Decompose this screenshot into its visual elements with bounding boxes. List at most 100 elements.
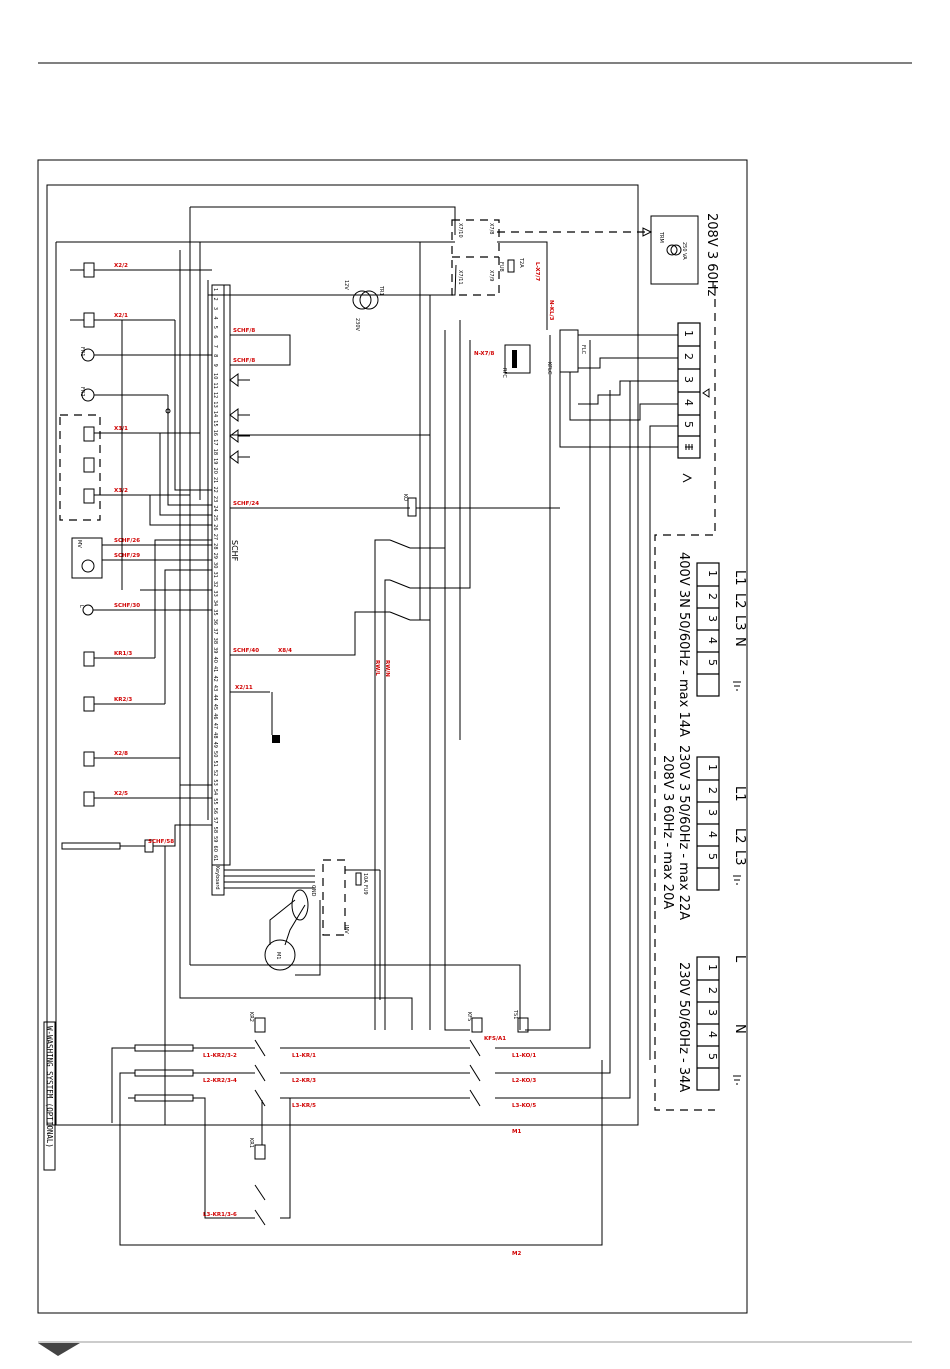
terminal-5: 5 <box>682 421 695 428</box>
svg-text:GND: GND <box>310 885 316 897</box>
label-l1-ko1: L1-KO/1 <box>512 1053 536 1059</box>
label-schf8a: SCHF/8 <box>233 328 255 334</box>
label-x3-1: X3/1 <box>114 426 128 432</box>
svg-text:FR2: FR2 <box>79 387 85 397</box>
cfg400-t2: 2 <box>706 593 719 600</box>
svg-text:FU9: FU9 <box>362 885 368 895</box>
label-x2-11: X2/11 <box>235 685 253 691</box>
ground-symbol-icon <box>733 875 741 885</box>
schf-pin-30: 30 <box>212 562 218 568</box>
left-components: X2/2 X2/1 FR1 FR2 X3/1 X3/2 MV SCHF/26 S… <box>59 262 212 1125</box>
footer-logo-icon <box>38 1343 80 1356</box>
schf-pin-37: 37 <box>212 628 218 634</box>
svg-text:X7/10: X7/10 <box>457 223 463 238</box>
schf-pin-27: 27 <box>212 534 218 540</box>
cfg230-l1: L1 <box>732 786 747 802</box>
supply-config-400v: 1 2 3 4 5 400V 3N 50/60Hz - max 14A L1 L… <box>676 552 747 737</box>
va-label: 250 VA <box>681 242 687 260</box>
schf-pin-39: 39 <box>212 647 218 653</box>
svg-text:KR1: KR1 <box>248 1138 254 1148</box>
schf-pin-11: 11 <box>212 383 218 389</box>
schf-pin-59: 59 <box>212 836 218 842</box>
svg-text:FLC: FLC <box>580 345 586 355</box>
label-l3-kr5: L3-KR/5 <box>292 1103 316 1109</box>
cfg1ph-t5: 5 <box>706 1053 719 1060</box>
cfg1ph-l: L <box>732 955 747 963</box>
ground-symbol-icon <box>733 1075 741 1085</box>
keyboard-cable <box>224 869 315 889</box>
schf-pin-43: 43 <box>212 685 218 691</box>
schf-pin-7: 7 <box>212 345 218 348</box>
earth-arrow-icon <box>702 388 710 398</box>
schf-pin-3: 3 <box>212 307 218 310</box>
schf-pin-10: 10 <box>212 373 218 379</box>
schf-pin-12: 12 <box>212 392 218 398</box>
cfg1ph-t1: 1 <box>706 964 719 971</box>
fuse-fu8: T2A FU8 <box>498 257 524 273</box>
label-x8-4: X8/4 <box>278 648 292 654</box>
schf-pin-46: 46 <box>212 713 218 719</box>
board-switches: SCHF/8 SCHF/8 SCHF/24 KO SCHF/40 X8/4 RW… <box>229 328 560 1030</box>
label-n-x78: N-X7/8 <box>474 351 495 357</box>
cfg230-t2: 2 <box>706 787 719 794</box>
label-schf58: SCHF/58 <box>148 839 174 845</box>
schf-pin-50: 50 <box>212 751 218 757</box>
schf-pin-22: 22 <box>212 486 218 492</box>
supply-208v-main-label: 208V 3 60Hz <box>704 213 719 297</box>
cfg400-n: N <box>732 637 747 647</box>
label-l1-kr2-3-2: L1-KR2/3-2 <box>203 1053 237 1059</box>
x7-connector: X7/10 X7/8 X7/11 X7/9 <box>451 219 500 296</box>
svg-text:12V: 12V <box>343 280 349 290</box>
cfg230-t4: 4 <box>706 831 719 838</box>
schf-pin-45: 45 <box>212 704 218 710</box>
svg-text:RFC: RFC <box>501 368 507 378</box>
schf-pin-14: 14 <box>212 411 218 417</box>
schf-pin-52: 52 <box>212 770 218 776</box>
schf-pin-17: 17 <box>212 439 218 445</box>
label-l3-kr1-3-6: L3-KR1/3-6 <box>203 1212 237 1218</box>
svg-text:TS1: TS1 <box>512 1009 518 1019</box>
schf-pin-20: 20 <box>212 468 218 474</box>
schf-pin-38: 38 <box>212 638 218 644</box>
terminal-4: 4 <box>682 399 695 406</box>
schf-pin-15: 15 <box>212 420 218 426</box>
inverter-inv: INV GND 10A FU9 <box>310 859 381 1000</box>
trm-label: TRM <box>658 231 664 243</box>
diagram-frame <box>37 159 748 1314</box>
washing-system-note-text: W-WASHING SYSTEM (OPTIONAL) <box>45 1026 54 1148</box>
transformer-tr1: TR1 230V 12V <box>343 280 384 332</box>
schf-pin-19: 19 <box>212 458 218 464</box>
svg-text:KFS: KFS <box>466 1012 472 1021</box>
cfg400-t1: 1 <box>706 570 719 577</box>
label-schf29: SCHF/29 <box>114 553 140 559</box>
schf-label: SCHF <box>230 540 239 562</box>
label-x3-2: X3/2 <box>114 488 128 494</box>
dashed-config-enclosure <box>654 285 716 1111</box>
contactor-lines: KR2 KR1 KFS TS1 L1-KR2/3-2 L2-KR2/3-4 L3… <box>111 340 631 1257</box>
rfc-component: RFC <box>501 344 531 378</box>
schf-pin-1: 1 <box>212 288 218 291</box>
svg-text:INV: INV <box>343 925 349 934</box>
svg-text:10A: 10A <box>362 873 368 883</box>
earth-arrow-icon <box>682 473 693 483</box>
cfg400-l3: L3 <box>732 615 747 631</box>
svg-text:KO: KO <box>402 494 408 501</box>
label-schf26: SCHF/26 <box>114 538 140 544</box>
terminal-1: 1 <box>682 330 695 337</box>
label-kr1-3: KR1/3 <box>114 651 132 657</box>
svg-text:FU8: FU8 <box>498 262 504 272</box>
svg-text:L: L <box>78 605 84 608</box>
cfg230-t5: 5 <box>706 853 719 860</box>
svg-text:TR1: TR1 <box>378 285 384 296</box>
schf-pin-55: 55 <box>212 798 218 804</box>
schf-pin-26: 26 <box>212 524 218 530</box>
terminal-3: 3 <box>682 376 695 383</box>
svg-text:FR1: FR1 <box>79 347 85 357</box>
cfg230-label: 230V 3 50/60Hz - max 22A <box>676 745 691 920</box>
cfg400-t3: 3 <box>706 615 719 622</box>
schf-pin-58: 58 <box>212 827 218 833</box>
schf-pin-32: 32 <box>212 581 218 587</box>
schf-pin-31: 31 <box>212 572 218 578</box>
label-schf30: SCHF/30 <box>114 603 140 609</box>
cfg1ph-t4: 4 <box>706 1031 719 1038</box>
